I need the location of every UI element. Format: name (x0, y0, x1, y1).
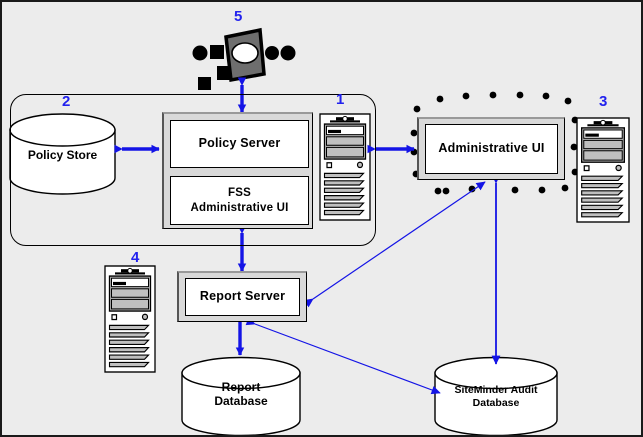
policy-server-box[interactable]: Policy Server (170, 120, 309, 168)
fss-line-1: FSS (228, 187, 251, 200)
siteminder-audit-database-cylinder (434, 356, 558, 435)
policy-server-label: Policy Server (170, 120, 309, 168)
arrow-report-server-to-audit-database (245, 316, 441, 395)
administrative-ui-label: Administrative UI (425, 124, 558, 174)
report-server-label: Report Server (185, 278, 300, 316)
server-tower-icon-report-server (104, 265, 156, 373)
arrow-report-server-to-administrative-ui (303, 181, 486, 308)
report-server-box[interactable]: Report Server (177, 271, 307, 322)
fss-line-2: Administrative UI (190, 201, 289, 214)
callout-1: 1 (336, 91, 345, 108)
callout-5: 5 (234, 8, 243, 25)
connection-arrows (114, 77, 501, 395)
policy-server-enclosure (10, 94, 376, 246)
network-device-icon (192, 27, 296, 90)
report-database-cylinder (181, 356, 301, 435)
policy-store-cylinder (9, 113, 116, 195)
policy-server-group-box[interactable]: Policy Server FSS Administrative UI (162, 112, 313, 229)
fss-administrative-ui-box[interactable]: FSS Administrative UI (170, 176, 309, 225)
callout-2: 2 (62, 93, 71, 110)
callout-4: 4 (131, 249, 140, 266)
server-tower-icon-administrative-ui (576, 117, 630, 223)
fss-administrative-ui-label: FSS Administrative UI (170, 176, 309, 225)
callout-3: 3 (599, 93, 608, 110)
administrative-ui-box[interactable]: Administrative UI (417, 117, 565, 180)
